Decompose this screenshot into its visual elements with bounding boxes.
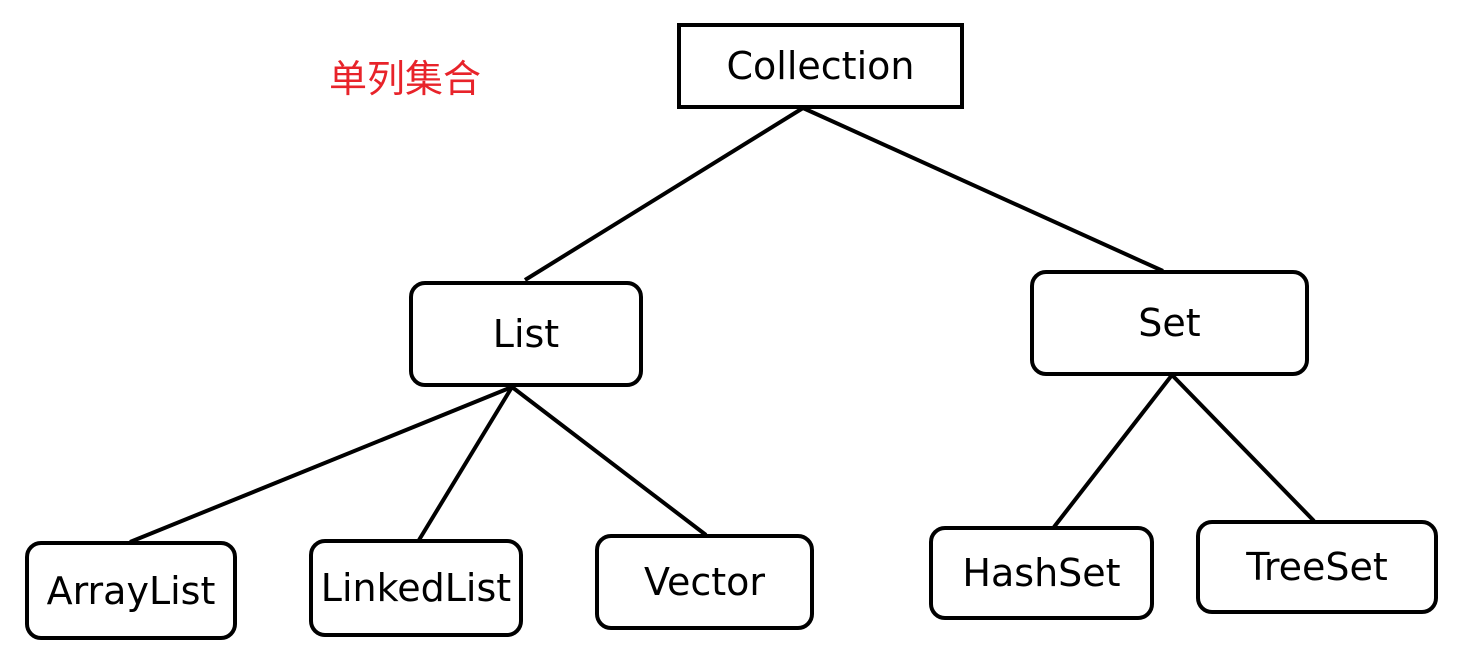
node-hashset: HashSet: [929, 526, 1154, 620]
node-arraylist-label: ArrayList: [46, 568, 216, 613]
node-collection-label: Collection: [726, 44, 915, 88]
edge-list-arraylist: [129, 385, 513, 544]
node-set: Set: [1030, 270, 1309, 376]
edge-collection-list: [523, 106, 805, 282]
node-list: List: [409, 281, 643, 387]
edge-list-linkedlist: [417, 385, 514, 542]
node-vector: Vector: [595, 534, 814, 630]
node-vector-label: Vector: [643, 560, 766, 604]
edge-set-treeset: [1170, 373, 1316, 523]
edge-collection-set: [802, 106, 1164, 273]
node-list-label: List: [492, 312, 560, 356]
node-treeset-label: TreeSet: [1246, 545, 1388, 589]
node-arraylist: ArrayList: [25, 541, 237, 640]
single-column-collection-label: 单列集合: [329, 57, 482, 101]
node-treeset: TreeSet: [1196, 520, 1438, 614]
node-collection: Collection: [677, 23, 964, 109]
node-linkedlist: LinkedList: [309, 539, 523, 637]
edge-set-hashset: [1052, 373, 1174, 529]
node-set-label: Set: [1138, 301, 1201, 345]
node-linkedlist-label: LinkedList: [320, 566, 512, 610]
edge-list-vector: [510, 385, 708, 537]
node-hashset-label: HashSet: [962, 551, 1121, 595]
